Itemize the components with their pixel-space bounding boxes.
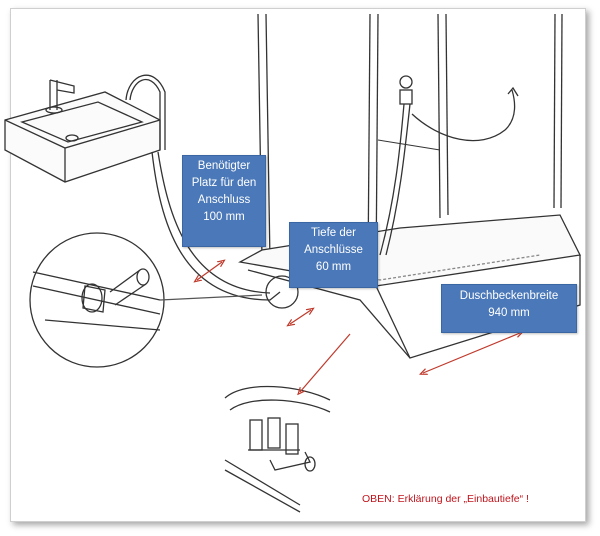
installation-depth-note: OBEN: Erklärung der „Einbautiefe“ ! — [362, 493, 529, 505]
faucet-icon — [45, 79, 75, 114]
callout-connection-depth: Tiefe der Anschlüsse 60 mm — [289, 222, 378, 288]
supply-hose — [125, 74, 281, 301]
callout-tray-width: Duschbeckenbreite 940 mm — [441, 284, 577, 333]
callout-connection-space: Benötigter Platz für den Anschluss 100 m… — [182, 155, 266, 247]
sink-icon — [4, 91, 161, 183]
dimension-arrows — [197, 262, 520, 392]
pipe-detail — [224, 385, 331, 513]
shower-hose — [379, 75, 519, 256]
valve-detail — [29, 232, 299, 368]
